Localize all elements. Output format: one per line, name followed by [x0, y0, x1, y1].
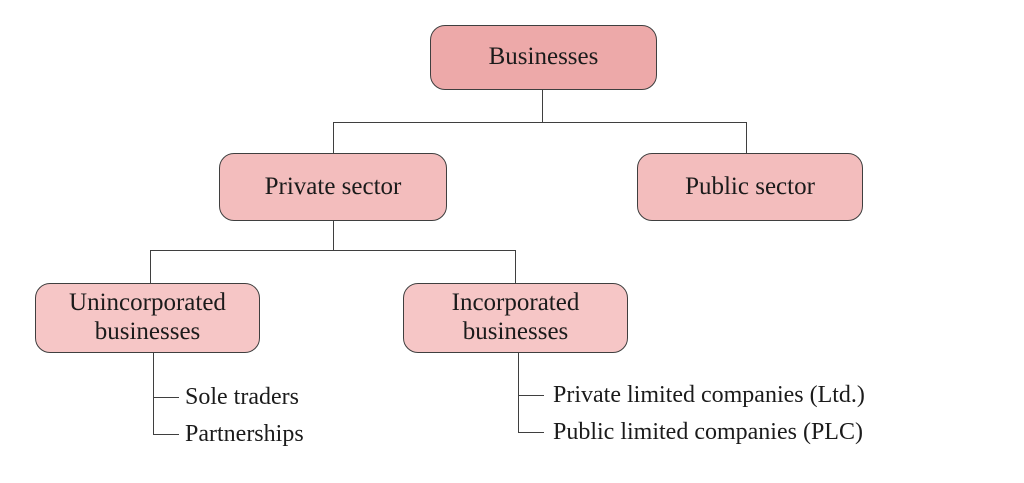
node-unincorporated-businesses: Unincorporated businesses: [35, 283, 260, 353]
connector-partnerships-tick: [153, 434, 179, 435]
node-unincorporated-businesses-label: Unincorporated businesses: [69, 289, 226, 345]
connector-public-sector-drop: [746, 122, 747, 153]
node-incorporated-businesses-label: Incorporated businesses: [451, 289, 580, 345]
node-businesses-label: Businesses: [488, 43, 599, 71]
leaf-sole-traders: Sole traders: [185, 384, 299, 410]
leaf-public-limited-companies: Public limited companies (PLC): [553, 419, 863, 445]
node-private-sector-label: Private sector: [264, 172, 402, 200]
connector-businesses-crossbar: [333, 122, 747, 123]
connector-private-ltd-tick: [518, 395, 544, 396]
connector-incorporated-leaf-stem: [518, 352, 519, 432]
connector-businesses-stem: [542, 90, 543, 123]
node-businesses: Businesses: [430, 25, 657, 90]
leaf-private-limited-companies: Private limited companies (Ltd.): [553, 382, 865, 408]
connector-incorporated-drop: [515, 250, 516, 283]
connector-unincorporated-drop: [150, 250, 151, 283]
node-public-sector: Public sector: [637, 153, 863, 221]
connector-public-plc-tick: [518, 432, 544, 433]
connector-unincorporated-leaf-stem: [153, 352, 154, 434]
connector-sole-traders-tick: [153, 397, 179, 398]
connector-private-sector-crossbar: [150, 250, 516, 251]
node-public-sector-label: Public sector: [685, 172, 815, 200]
connector-private-sector-drop: [333, 122, 334, 153]
node-incorporated-businesses: Incorporated businesses: [403, 283, 628, 353]
leaf-partnerships: Partnerships: [185, 421, 304, 447]
node-private-sector: Private sector: [219, 153, 447, 221]
connector-private-sector-stem: [333, 221, 334, 250]
